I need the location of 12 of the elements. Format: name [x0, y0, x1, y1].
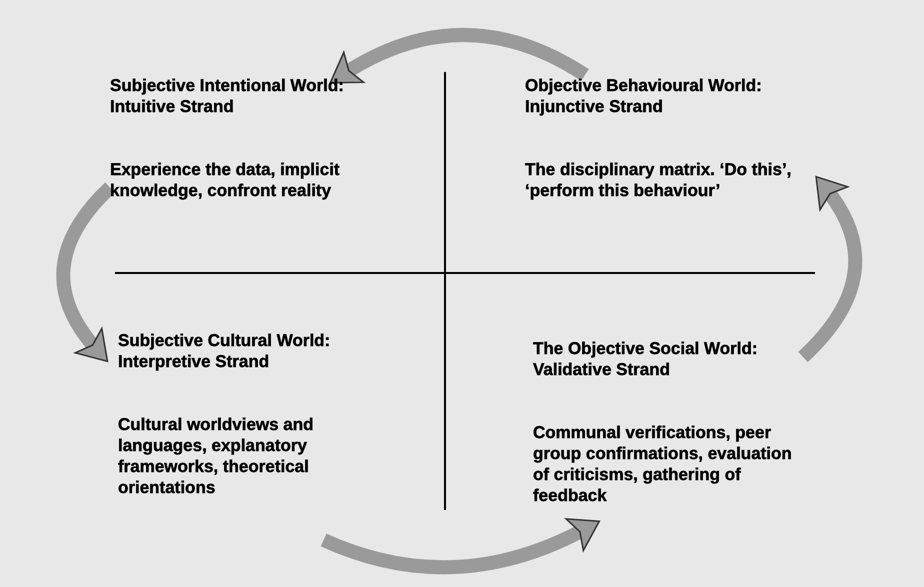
quadrant-description: Cultural worldviews and languages, explanatory frameworks, theoretical orientations	[118, 414, 315, 498]
quadrant-description: Experience the data, implicit knowledge, confront reality	[110, 159, 341, 201]
curved-arrow	[329, 28, 589, 84]
quadrant-heading: The Objective Social World: Validative Strand	[533, 338, 759, 380]
quadrant-heading: Subjective Intentional World: Intuitive Strand	[110, 75, 345, 117]
curved-arrow	[56, 182, 115, 362]
curved-arrow	[798, 176, 862, 362]
quadrant-description: Communal verifications, peer group confirmations, evaluation of criticisms, gathering of feedback	[533, 422, 793, 506]
quadrant-description: The disciplinary matrix. ‘Do this’, ‘perform this behaviour’	[525, 159, 792, 201]
quadrant-heading: Objective Behavioural World: Injunctive Strand	[525, 75, 763, 117]
curved-arrow	[320, 518, 600, 574]
quadrant-heading: Subjective Cultural World: Interpretive Strand	[118, 330, 332, 372]
